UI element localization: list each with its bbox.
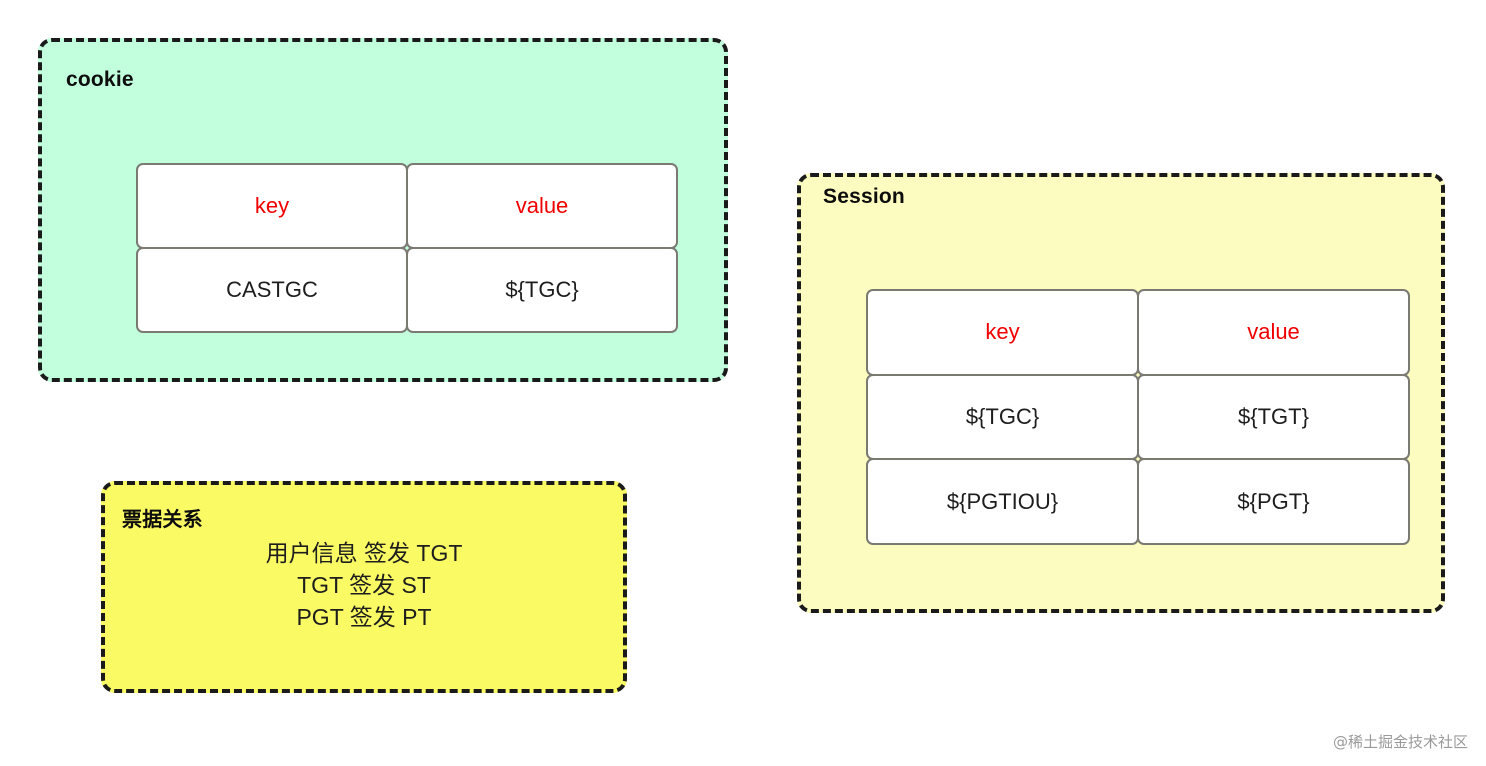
ticket-relation-line-1: TGT 签发 ST xyxy=(297,572,431,598)
watermark: @稀土掘金技术社区 xyxy=(1332,733,1468,751)
session-group-box: Session key value ${TGC} ${TGT} ${PGTIOU… xyxy=(797,173,1445,613)
session-table-cell-value-0: ${TGT} xyxy=(1137,373,1410,461)
cookie-table-cell-value-0: ${TGC} xyxy=(406,247,678,333)
session-table-cell-key-1: ${PGTIOU} xyxy=(866,458,1139,545)
cookie-table-header-key: key xyxy=(136,163,408,249)
cookie-group-box: cookie key value CASTGC ${TGC} xyxy=(38,38,728,382)
ticket-relation-lines: 用户信息 签发 TGT TGT 签发 ST PGT 签发 PT xyxy=(105,537,623,633)
session-group-title: Session xyxy=(823,185,905,208)
cookie-group-title: cookie xyxy=(66,68,134,91)
session-table-cell-value-1: ${PGT} xyxy=(1137,458,1410,545)
cookie-table-cell-key-0: CASTGC xyxy=(136,247,408,333)
ticket-relation-title: 票据关系 xyxy=(122,509,203,531)
cookie-key-value-table: key value CASTGC ${TGC} xyxy=(136,163,678,333)
ticket-relation-group-box: 票据关系 用户信息 签发 TGT TGT 签发 ST PGT 签发 PT xyxy=(101,481,627,693)
session-table-cell-key-0: ${TGC} xyxy=(866,373,1139,461)
ticket-relation-line-0: 用户信息 签发 TGT xyxy=(265,540,463,566)
cookie-table-header-value: value xyxy=(406,163,678,249)
session-table-header-value: value xyxy=(1137,289,1410,376)
ticket-relation-line-2: PGT 签发 PT xyxy=(296,604,432,630)
session-key-value-table: key value ${TGC} ${TGT} ${PGTIOU} ${PGT} xyxy=(866,289,1410,545)
session-table-header-key: key xyxy=(866,289,1139,376)
